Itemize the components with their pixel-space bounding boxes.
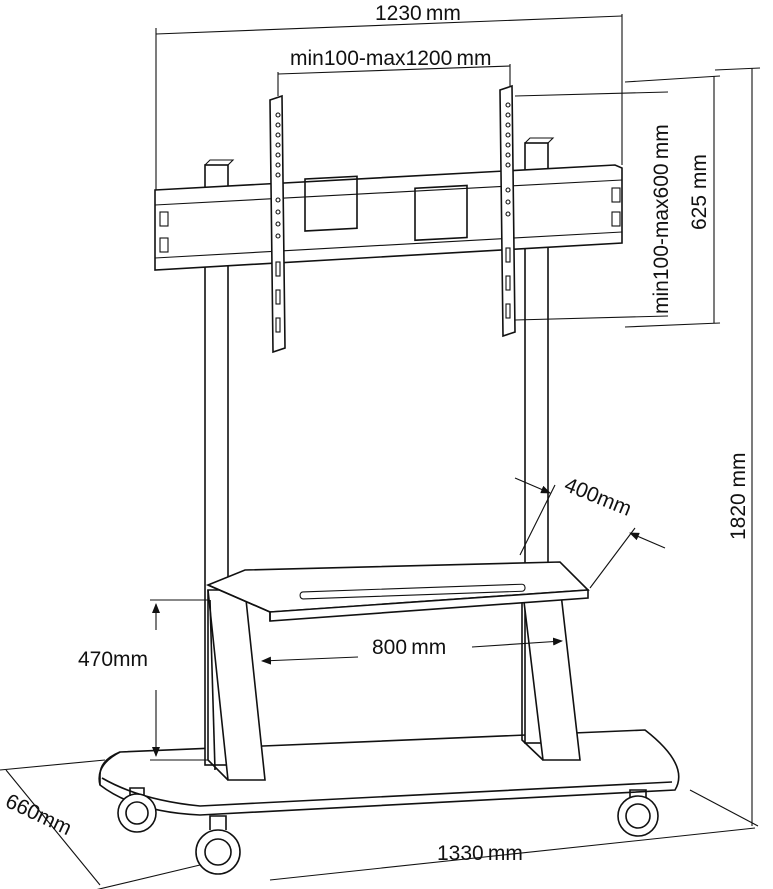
caster-right: [617, 789, 659, 837]
label-bracket-height: 625 mm: [688, 154, 711, 230]
casters: [117, 787, 659, 875]
stand-illustration: [98, 84, 680, 875]
vesa-arm-right: [499, 84, 516, 338]
label-vesa-horizontal: min100-max1200 mm: [290, 47, 491, 70]
label-vesa-vertical: min100-max600 mm: [650, 124, 673, 314]
base-plate: [98, 729, 680, 816]
caster-rear-left: [117, 787, 157, 833]
label-total-height: 1820 mm: [727, 452, 750, 540]
dimension-lines: [0, 14, 761, 889]
label-shelf-depth: 400mm: [561, 473, 635, 521]
label-shelf-height: 470mm: [78, 648, 148, 671]
label-base-depth: 660mm: [2, 790, 75, 840]
label-overall-width: 1230 mm: [375, 2, 461, 25]
label-shelf-width: 800 mm: [372, 636, 446, 659]
caster-front-left: [195, 815, 241, 875]
label-base-width: 1330 mm: [437, 842, 523, 865]
shelf: [205, 561, 590, 622]
vesa-arm-left: [269, 94, 286, 354]
shelf-legs: [207, 584, 581, 781]
